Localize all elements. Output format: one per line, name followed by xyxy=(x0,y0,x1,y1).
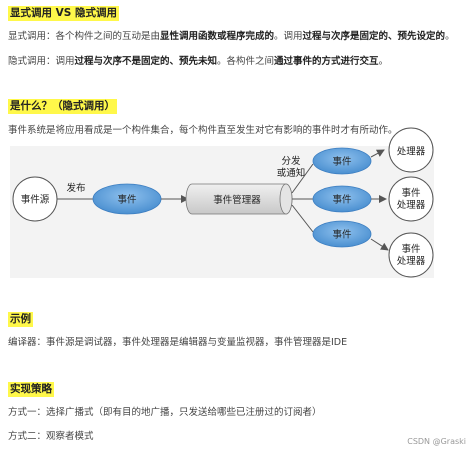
text-explicit-c: 。调用 xyxy=(274,31,303,42)
event-handler-1-label: 处理器 xyxy=(397,146,426,158)
dispatched-event-3 xyxy=(312,220,372,248)
event-handler-3-label-1: 事件 xyxy=(401,243,421,255)
event-manager-cap xyxy=(279,183,293,215)
arrow-event1-handler1 xyxy=(370,149,385,158)
text-explicit-e: 。 xyxy=(445,31,455,42)
heading-what-is-it: 是什么？（隐式调用） xyxy=(8,99,117,114)
text-explicit-a: 显式调用：各个构件之间的互动是由 xyxy=(8,31,161,42)
publish-label: 发布 xyxy=(66,182,85,194)
paragraph-strategy-observer: 方式二：观察者模式 xyxy=(8,431,94,442)
event-source-label: 事件源 xyxy=(21,194,50,206)
dispatch-label-line2: 或通知 xyxy=(277,167,306,179)
arrow-event3-handler3 xyxy=(370,238,389,251)
paragraph-implicit-call: 隐式调用：调用过程与次序不是固定的、预先未知。各构件之间通过事件的方式进行交互。 xyxy=(8,55,470,68)
dispatched-event-2-label: 事件 xyxy=(332,194,352,206)
paragraph-compiler-example: 编译器：事件源是调试器，事件处理器是编辑器与变量监视器，事件管理器是IDE xyxy=(8,337,348,348)
paragraph-strategy-broadcast: 方式一：选择广播式（即有目的地广播，只发送给哪些已注册过的订阅者） xyxy=(8,407,322,418)
text-implicit-e: 。 xyxy=(378,56,389,67)
heading-example: 示例 xyxy=(8,312,33,327)
connector-manager-event3 xyxy=(291,204,314,233)
heading-implementation-strategy: 实现策略 xyxy=(8,382,54,397)
event-manager-label: 事件管理器 xyxy=(213,194,261,206)
event-handler-2 xyxy=(388,176,434,222)
text-implicit-c: 。各构件之间 xyxy=(217,56,275,67)
dispatch-label-line1: 分发 xyxy=(281,155,301,167)
connector-manager-event1 xyxy=(291,163,314,194)
event-handler-2-label-1: 事件 xyxy=(401,187,421,199)
heading-explicit-vs-implicit: 显式调用 VS 隐式调用 xyxy=(8,6,119,21)
dispatched-event-1-label: 事件 xyxy=(332,156,352,168)
event-handler-2-label-2: 处理器 xyxy=(397,199,426,211)
text-explicit-d: 过程与次序是固定的、预先设定的 xyxy=(302,31,446,42)
text-implicit-d: 通过事件的方式进行交互 xyxy=(274,56,379,67)
csdn-watermark: CSDN @Graski xyxy=(407,437,466,446)
text-explicit-b: 显性调用函数或程序完成的 xyxy=(160,31,275,42)
event-handler-3-label-2: 处理器 xyxy=(397,255,426,267)
text-implicit-a: 隐式调用：调用 xyxy=(8,56,75,67)
diagram-svg: 事件源 发布 事件 事件管理器 分发 或通知 事件 事件 事件 处 xyxy=(12,127,434,278)
event-label: 事件 xyxy=(117,194,137,206)
dispatched-event-1 xyxy=(312,147,372,175)
paragraph-event-system: 事件系统是将应用看成是一个构件集合，每个构件直至发生对它有影响的事件时才有所动作… xyxy=(8,125,398,136)
paragraph-explicit-call: 显式调用：各个构件之间的互动是由显性调用函数或程序完成的。调用过程与次序是固定的… xyxy=(8,30,470,43)
event-handler-1 xyxy=(388,127,434,173)
text-implicit-b: 过程与次序不是固定的、预先未知 xyxy=(74,56,218,67)
event-system-diagram: 事件源 发布 事件 事件管理器 分发 或通知 事件 事件 事件 处 xyxy=(10,127,434,278)
event-handler-3 xyxy=(388,232,434,278)
dispatched-event-3-label: 事件 xyxy=(332,229,352,241)
